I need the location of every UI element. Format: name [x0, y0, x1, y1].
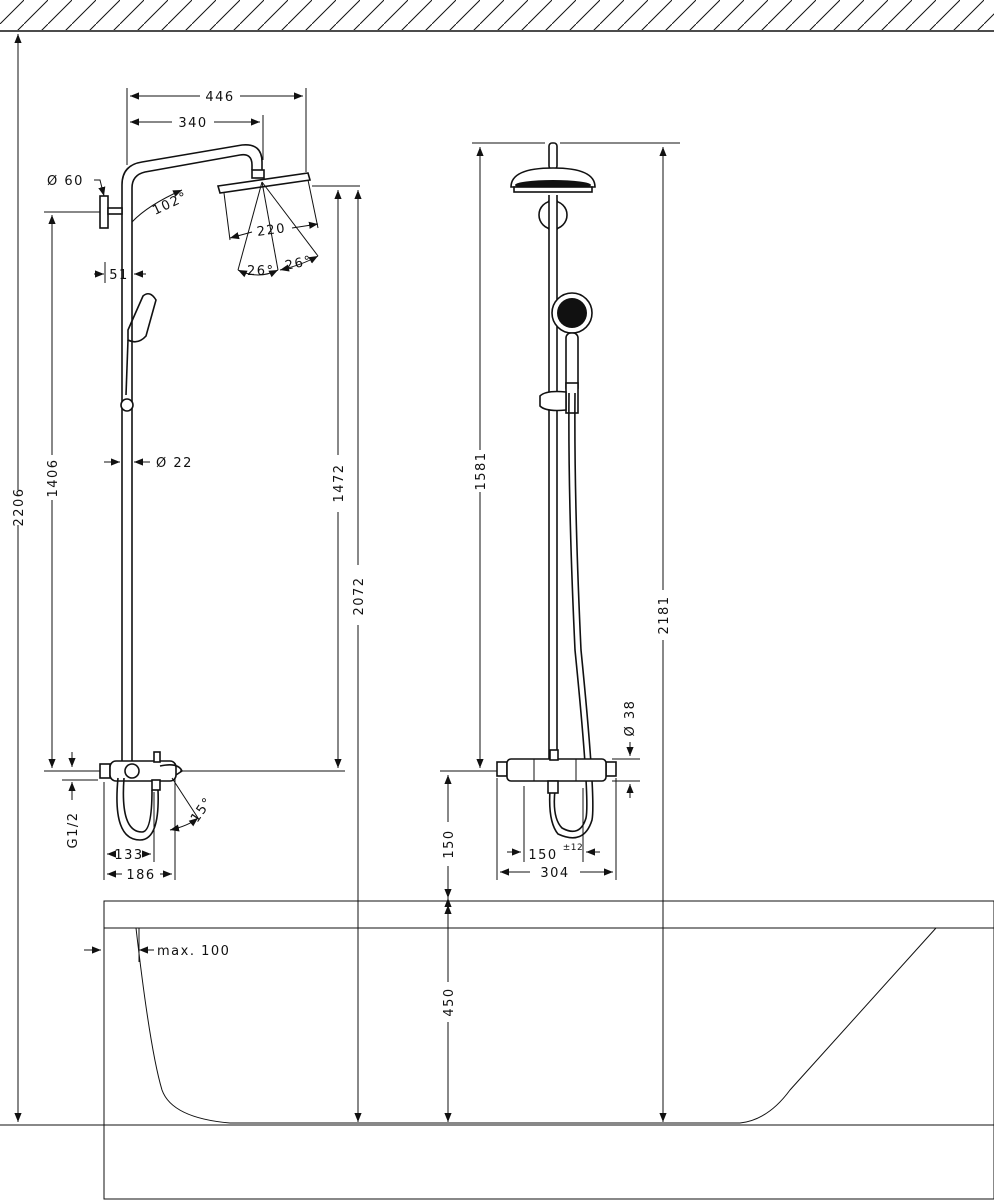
- front-view-shower: [496, 142, 617, 839]
- dim-150-tolerance-label: ±12: [563, 843, 584, 853]
- dim-diameter-22-label: Ø 22: [156, 456, 193, 471]
- front-view-dimensions: [440, 142, 680, 1122]
- dim-1406-label: 1406: [46, 458, 61, 497]
- dim-diameter-60-label: Ø 60: [47, 174, 84, 189]
- dim-angle-26a-label: 26°: [247, 264, 275, 279]
- dim-133-label: 133: [114, 848, 143, 863]
- dim-446-label: 446: [205, 90, 234, 105]
- dim-340-label: 340: [178, 116, 207, 131]
- side-thermostat: [99, 751, 184, 791]
- ceiling: [0, 0, 994, 32]
- dim-2181-label: 2181: [657, 595, 672, 634]
- dim-220-label: 220: [256, 221, 287, 240]
- dim-angle-26b-label: 26°: [284, 254, 314, 274]
- dim-150-horizontal-label: 150: [528, 848, 557, 863]
- dim-51-label: 51: [109, 268, 129, 283]
- dim-2072-label: 2072: [352, 576, 367, 615]
- side-view-shower: [99, 144, 312, 841]
- dim-304-label: 304: [540, 866, 569, 881]
- dim-diameter-38-label: Ø 38: [623, 700, 638, 737]
- dim-g12-label: G1/2: [66, 812, 81, 849]
- dim-max-100-label: max. 100: [157, 944, 230, 959]
- dim-186-label: 186: [126, 868, 155, 883]
- dim-2206-label: 2206: [12, 487, 27, 526]
- dim-150-vertical-label: 150: [442, 829, 457, 858]
- dim-1472-label: 1472: [332, 463, 347, 502]
- side-view-dimensions: [14, 34, 362, 1122]
- dim-450-label: 450: [442, 987, 457, 1016]
- dimension-labels: 2206 1406 446 340 Ø 60 102° 220 26° 26° …: [12, 90, 672, 1017]
- dim-angle-102-label: 102°: [150, 189, 190, 218]
- front-thermostat: [496, 749, 617, 794]
- dim-1581-label: 1581: [474, 451, 489, 490]
- dim-angle-15-label: 15°: [188, 794, 216, 825]
- spray-angle-lines: [131, 179, 319, 880]
- bathtub: [84, 898, 994, 1200]
